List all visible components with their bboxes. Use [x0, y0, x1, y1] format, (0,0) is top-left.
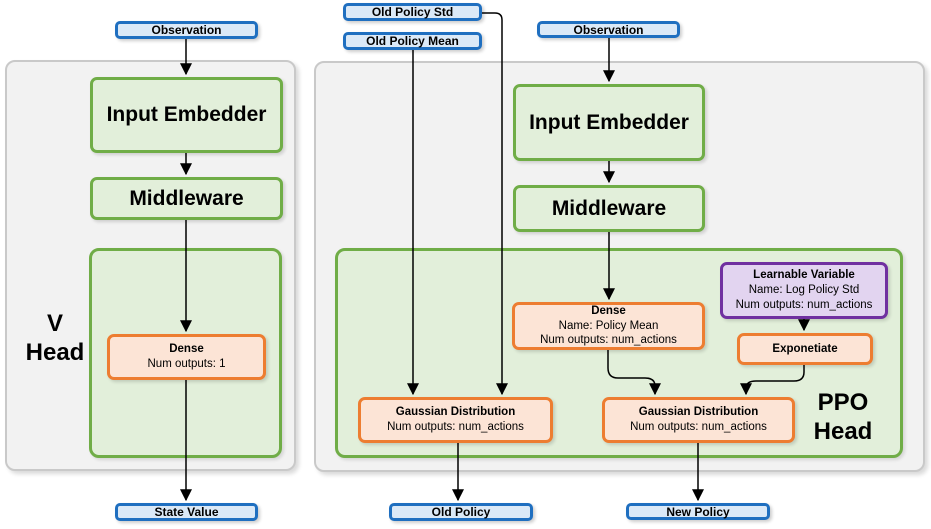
node-old-policy-mean: Old Policy Mean: [343, 32, 482, 50]
exponetiate-label: Exponetiate: [772, 342, 838, 355]
learnable-variable-line1: Name: Log Policy Std: [748, 284, 860, 297]
dense-policy-mean-line2: Num outputs: num_actions: [540, 334, 677, 347]
node-middleware-v: Middleware: [90, 177, 283, 220]
node-dense-policy-mean: Dense Name: Policy Mean Num outputs: num…: [512, 302, 705, 350]
gaussian-old-title: Gaussian Distribution: [395, 406, 516, 419]
node-gaussian-distribution-old: Gaussian Distribution Num outputs: num_a…: [358, 397, 553, 443]
ppo-head-label-line2: Head: [813, 418, 873, 445]
gaussian-new-line1: Num outputs: num_actions: [630, 421, 767, 433]
dense-v-line1: Num outputs: 1: [147, 358, 226, 370]
learnable-variable-title: Learnable Variable: [753, 269, 855, 282]
node-state-value: State Value: [115, 503, 258, 521]
node-input-embedder-v: Input Embedder: [90, 77, 283, 153]
node-old-policy-std: Old Policy Std: [343, 3, 482, 21]
node-observation-ppo: Observation: [537, 21, 680, 38]
node-gaussian-distribution-new: Gaussian Distribution Num outputs: num_a…: [602, 397, 795, 443]
learnable-variable-line2: Num outputs: num_actions: [735, 298, 873, 311]
v-head-label: V Head: [10, 308, 100, 370]
dense-policy-mean-line1: Name: Policy Mean: [558, 319, 659, 332]
dense-policy-mean-title: Dense: [591, 304, 626, 317]
gaussian-old-line1: Num outputs: num_actions: [387, 421, 524, 433]
node-dense-v: Dense Num outputs: 1: [107, 334, 266, 380]
node-observation-v: Observation: [115, 21, 258, 39]
node-new-policy: New Policy: [626, 503, 770, 520]
v-head-label-line2: Head: [25, 339, 85, 366]
node-exponetiate: Exponetiate: [737, 333, 873, 365]
node-learnable-variable: Learnable Variable Name: Log Policy Std …: [720, 262, 888, 319]
v-head-label-line1: V: [46, 310, 63, 338]
node-input-embedder-ppo: Input Embedder: [513, 84, 705, 161]
dense-v-title: Dense: [169, 343, 204, 356]
ppo-head-label-line1: PPO: [817, 389, 869, 417]
ppo-head-label: PPO Head: [788, 388, 898, 448]
node-middleware-ppo: Middleware: [513, 185, 705, 232]
gaussian-new-title: Gaussian Distribution: [638, 406, 759, 419]
node-old-policy: Old Policy: [389, 503, 533, 521]
